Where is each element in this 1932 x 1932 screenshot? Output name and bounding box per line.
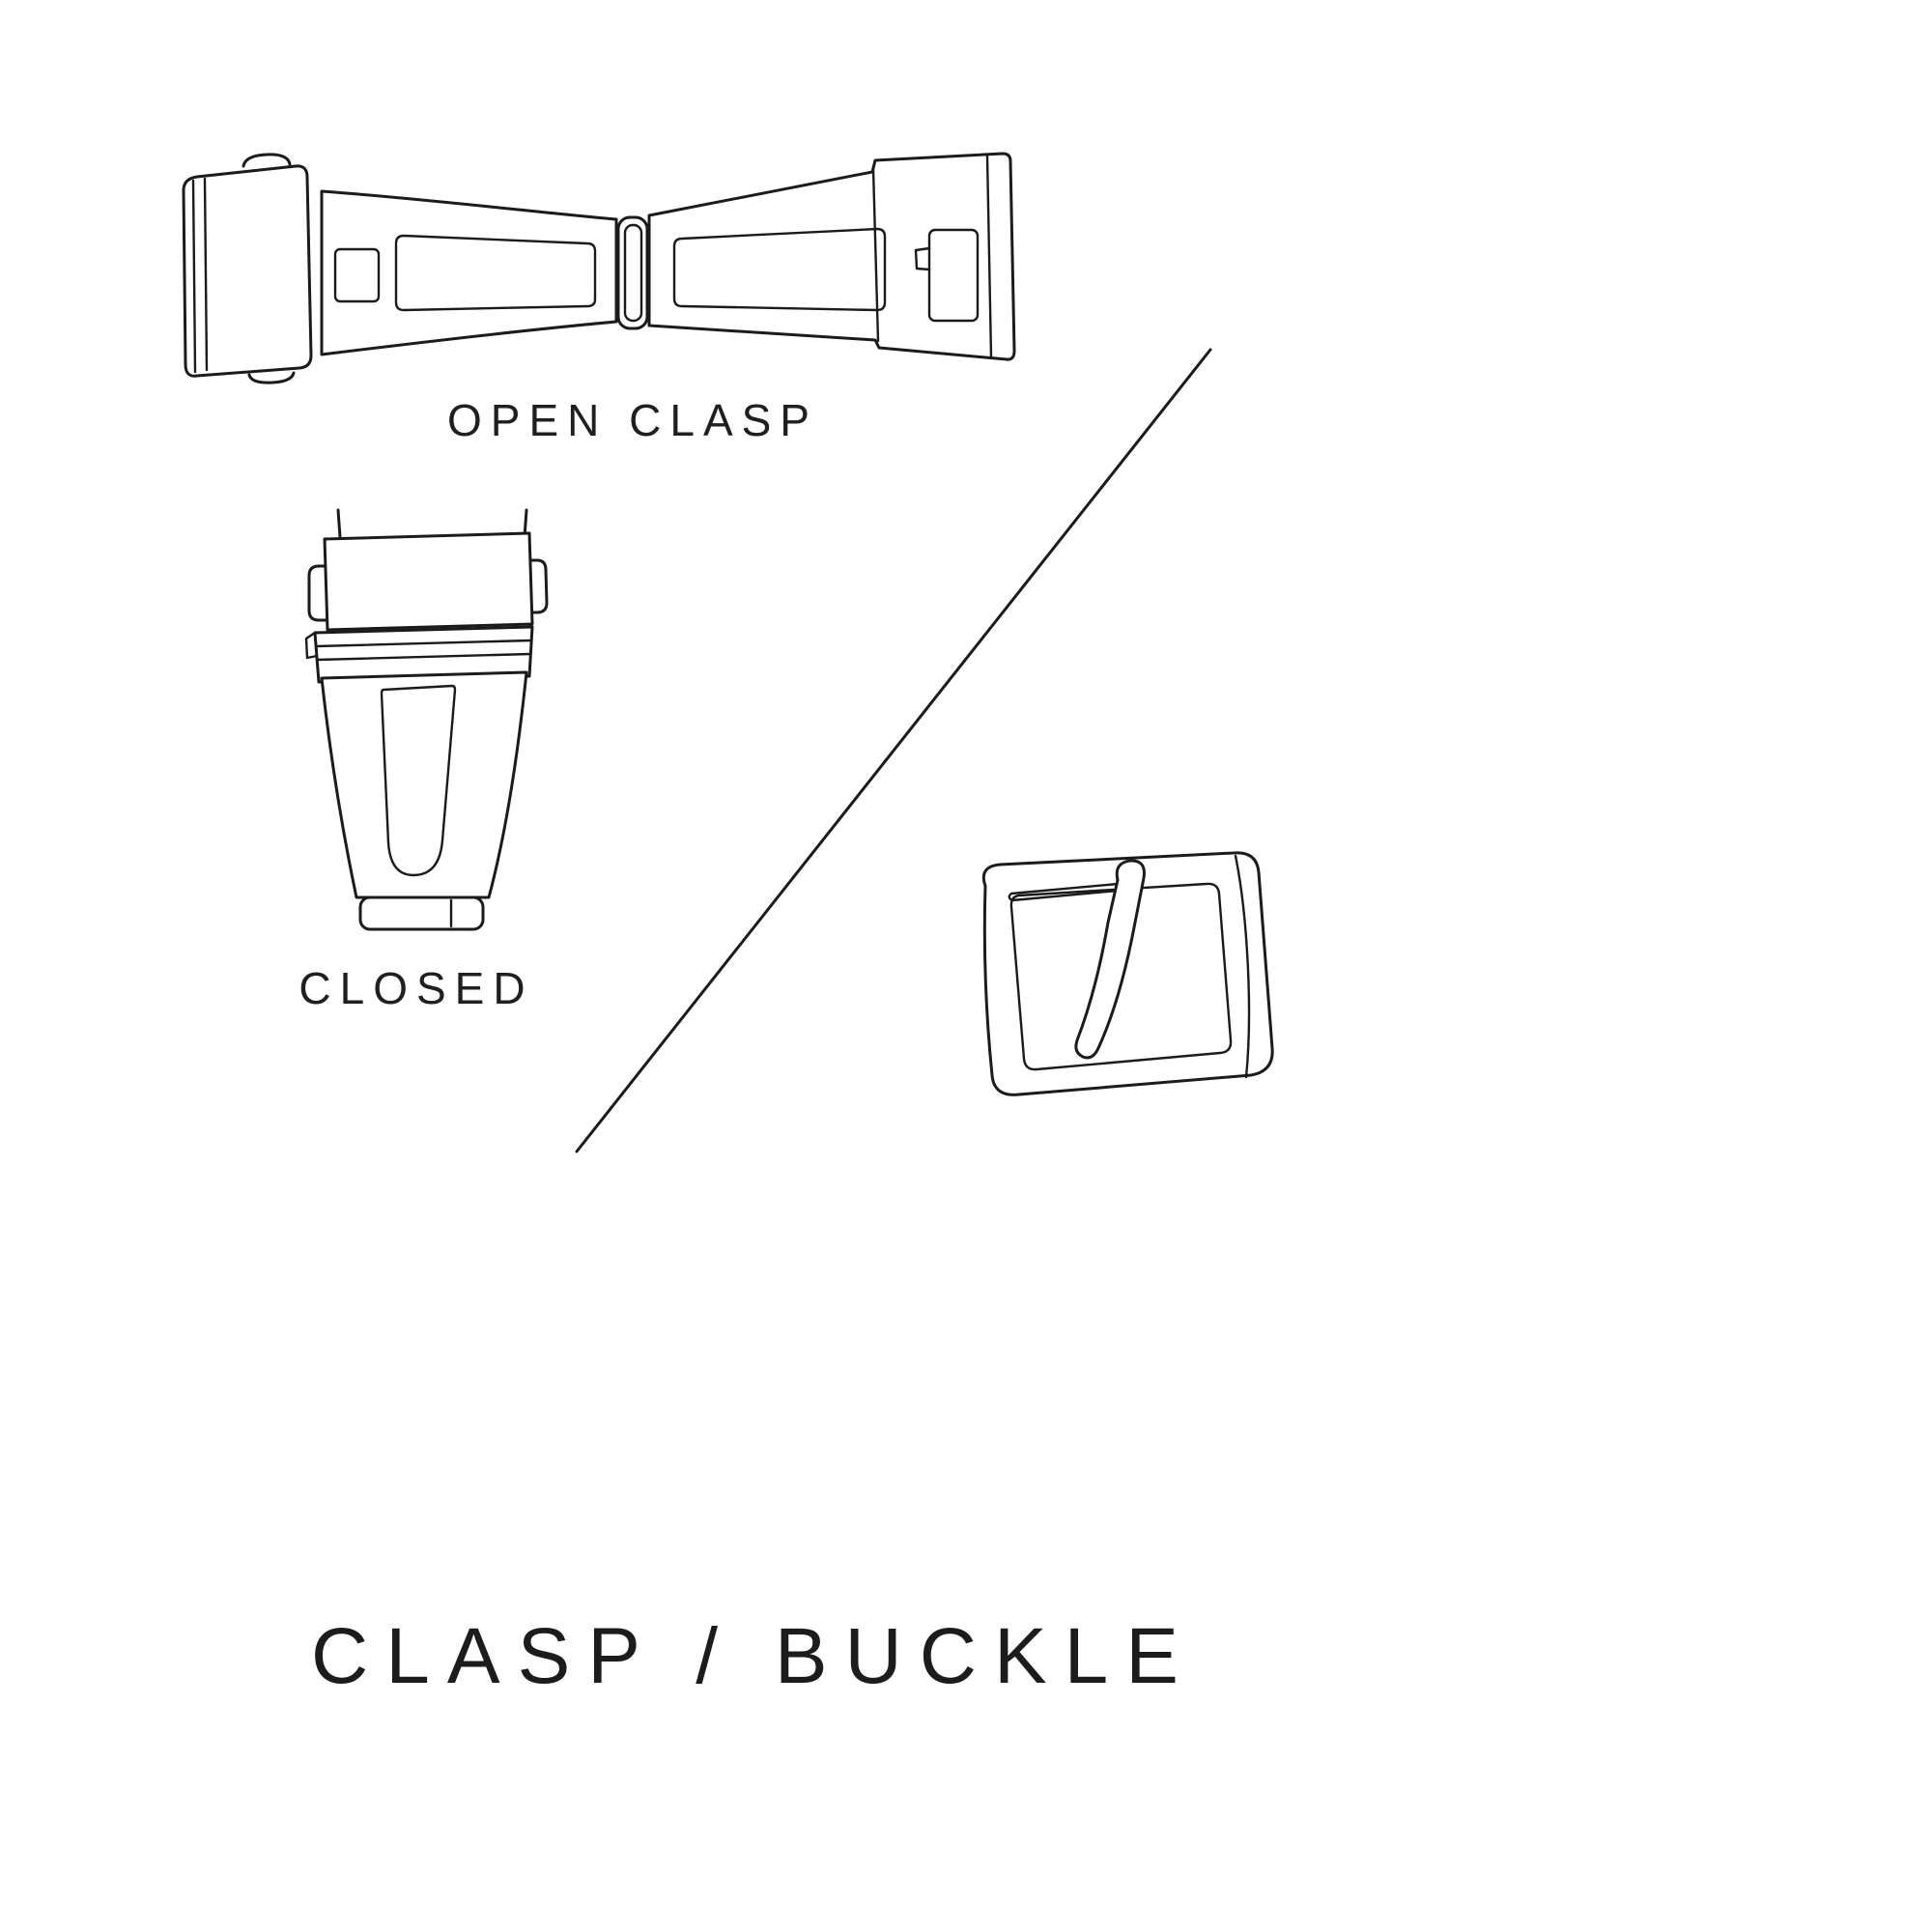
open-clasp-label: OPEN CLASP bbox=[447, 395, 818, 445]
diagram-title: CLASP / BUCKLE bbox=[311, 1612, 1196, 1700]
closed-clasp-illustration bbox=[304, 508, 549, 931]
closed-label: CLOSED bbox=[298, 963, 534, 1013]
buckle-illustration bbox=[981, 851, 1274, 1096]
open-clasp-illustration bbox=[182, 152, 1016, 384]
